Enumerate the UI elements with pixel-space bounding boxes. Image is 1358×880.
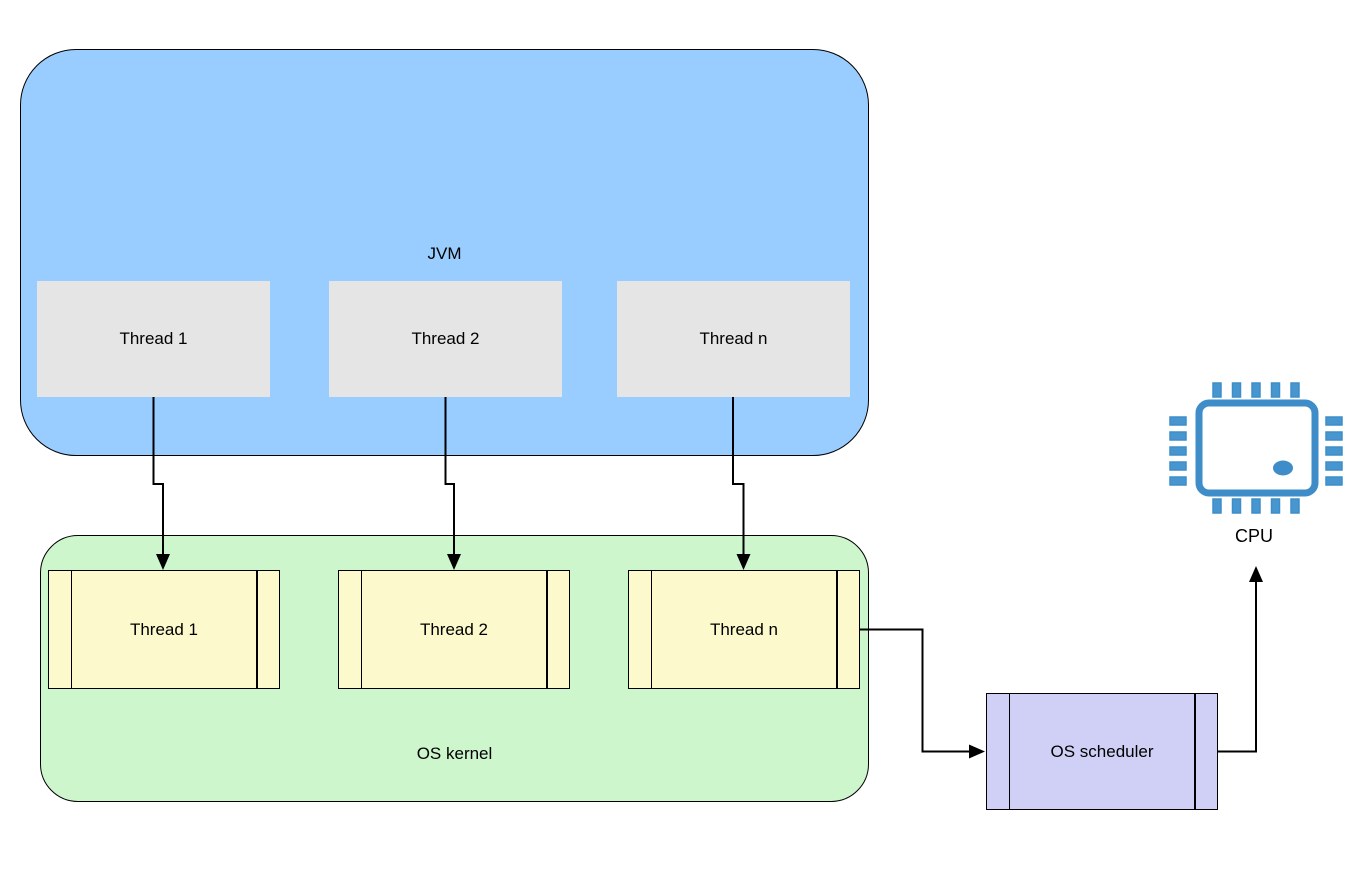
kernel-thread-1-label: Thread 1	[129, 619, 199, 639]
jvm-thread-1-label: Thread 1	[119, 329, 188, 348]
jvm-thread-n: Thread n	[617, 281, 850, 397]
process-bar-right	[256, 571, 258, 688]
kernel-thread-2: Thread 2	[338, 570, 570, 689]
process-bar-left	[650, 571, 652, 688]
os-kernel-label: OS kernel	[416, 744, 493, 763]
process-bar-right	[546, 571, 548, 688]
os-scheduler: OS scheduler	[986, 693, 1218, 810]
kernel-thread-n-label: Thread n	[709, 619, 779, 639]
kernel-thread-2-label: Thread 2	[419, 619, 489, 639]
cpu-label: CPU	[1234, 526, 1273, 546]
process-bar-left	[360, 571, 362, 688]
arrow-kernel-thread-n-to-scheduler	[860, 628, 985, 759]
process-bar-right	[1194, 694, 1196, 809]
process-bar-right	[836, 571, 838, 688]
jvm-label: JVM	[427, 244, 462, 263]
jvm-thread-n-label: Thread n	[699, 329, 768, 348]
os-scheduler-label: OS scheduler	[1050, 741, 1154, 761]
cpu-chip-icon	[1169, 382, 1343, 514]
jvm-thread-2-label: Thread 2	[411, 329, 480, 348]
arrow-scheduler-to-cpu	[1218, 566, 1263, 753]
process-bar-left	[70, 571, 72, 688]
kernel-thread-n: Thread n	[628, 570, 860, 689]
jvm-thread-2: Thread 2	[329, 281, 562, 397]
process-bar-left	[1008, 694, 1010, 809]
jvm-thread-1: Thread 1	[37, 281, 270, 397]
kernel-thread-1: Thread 1	[48, 570, 280, 689]
